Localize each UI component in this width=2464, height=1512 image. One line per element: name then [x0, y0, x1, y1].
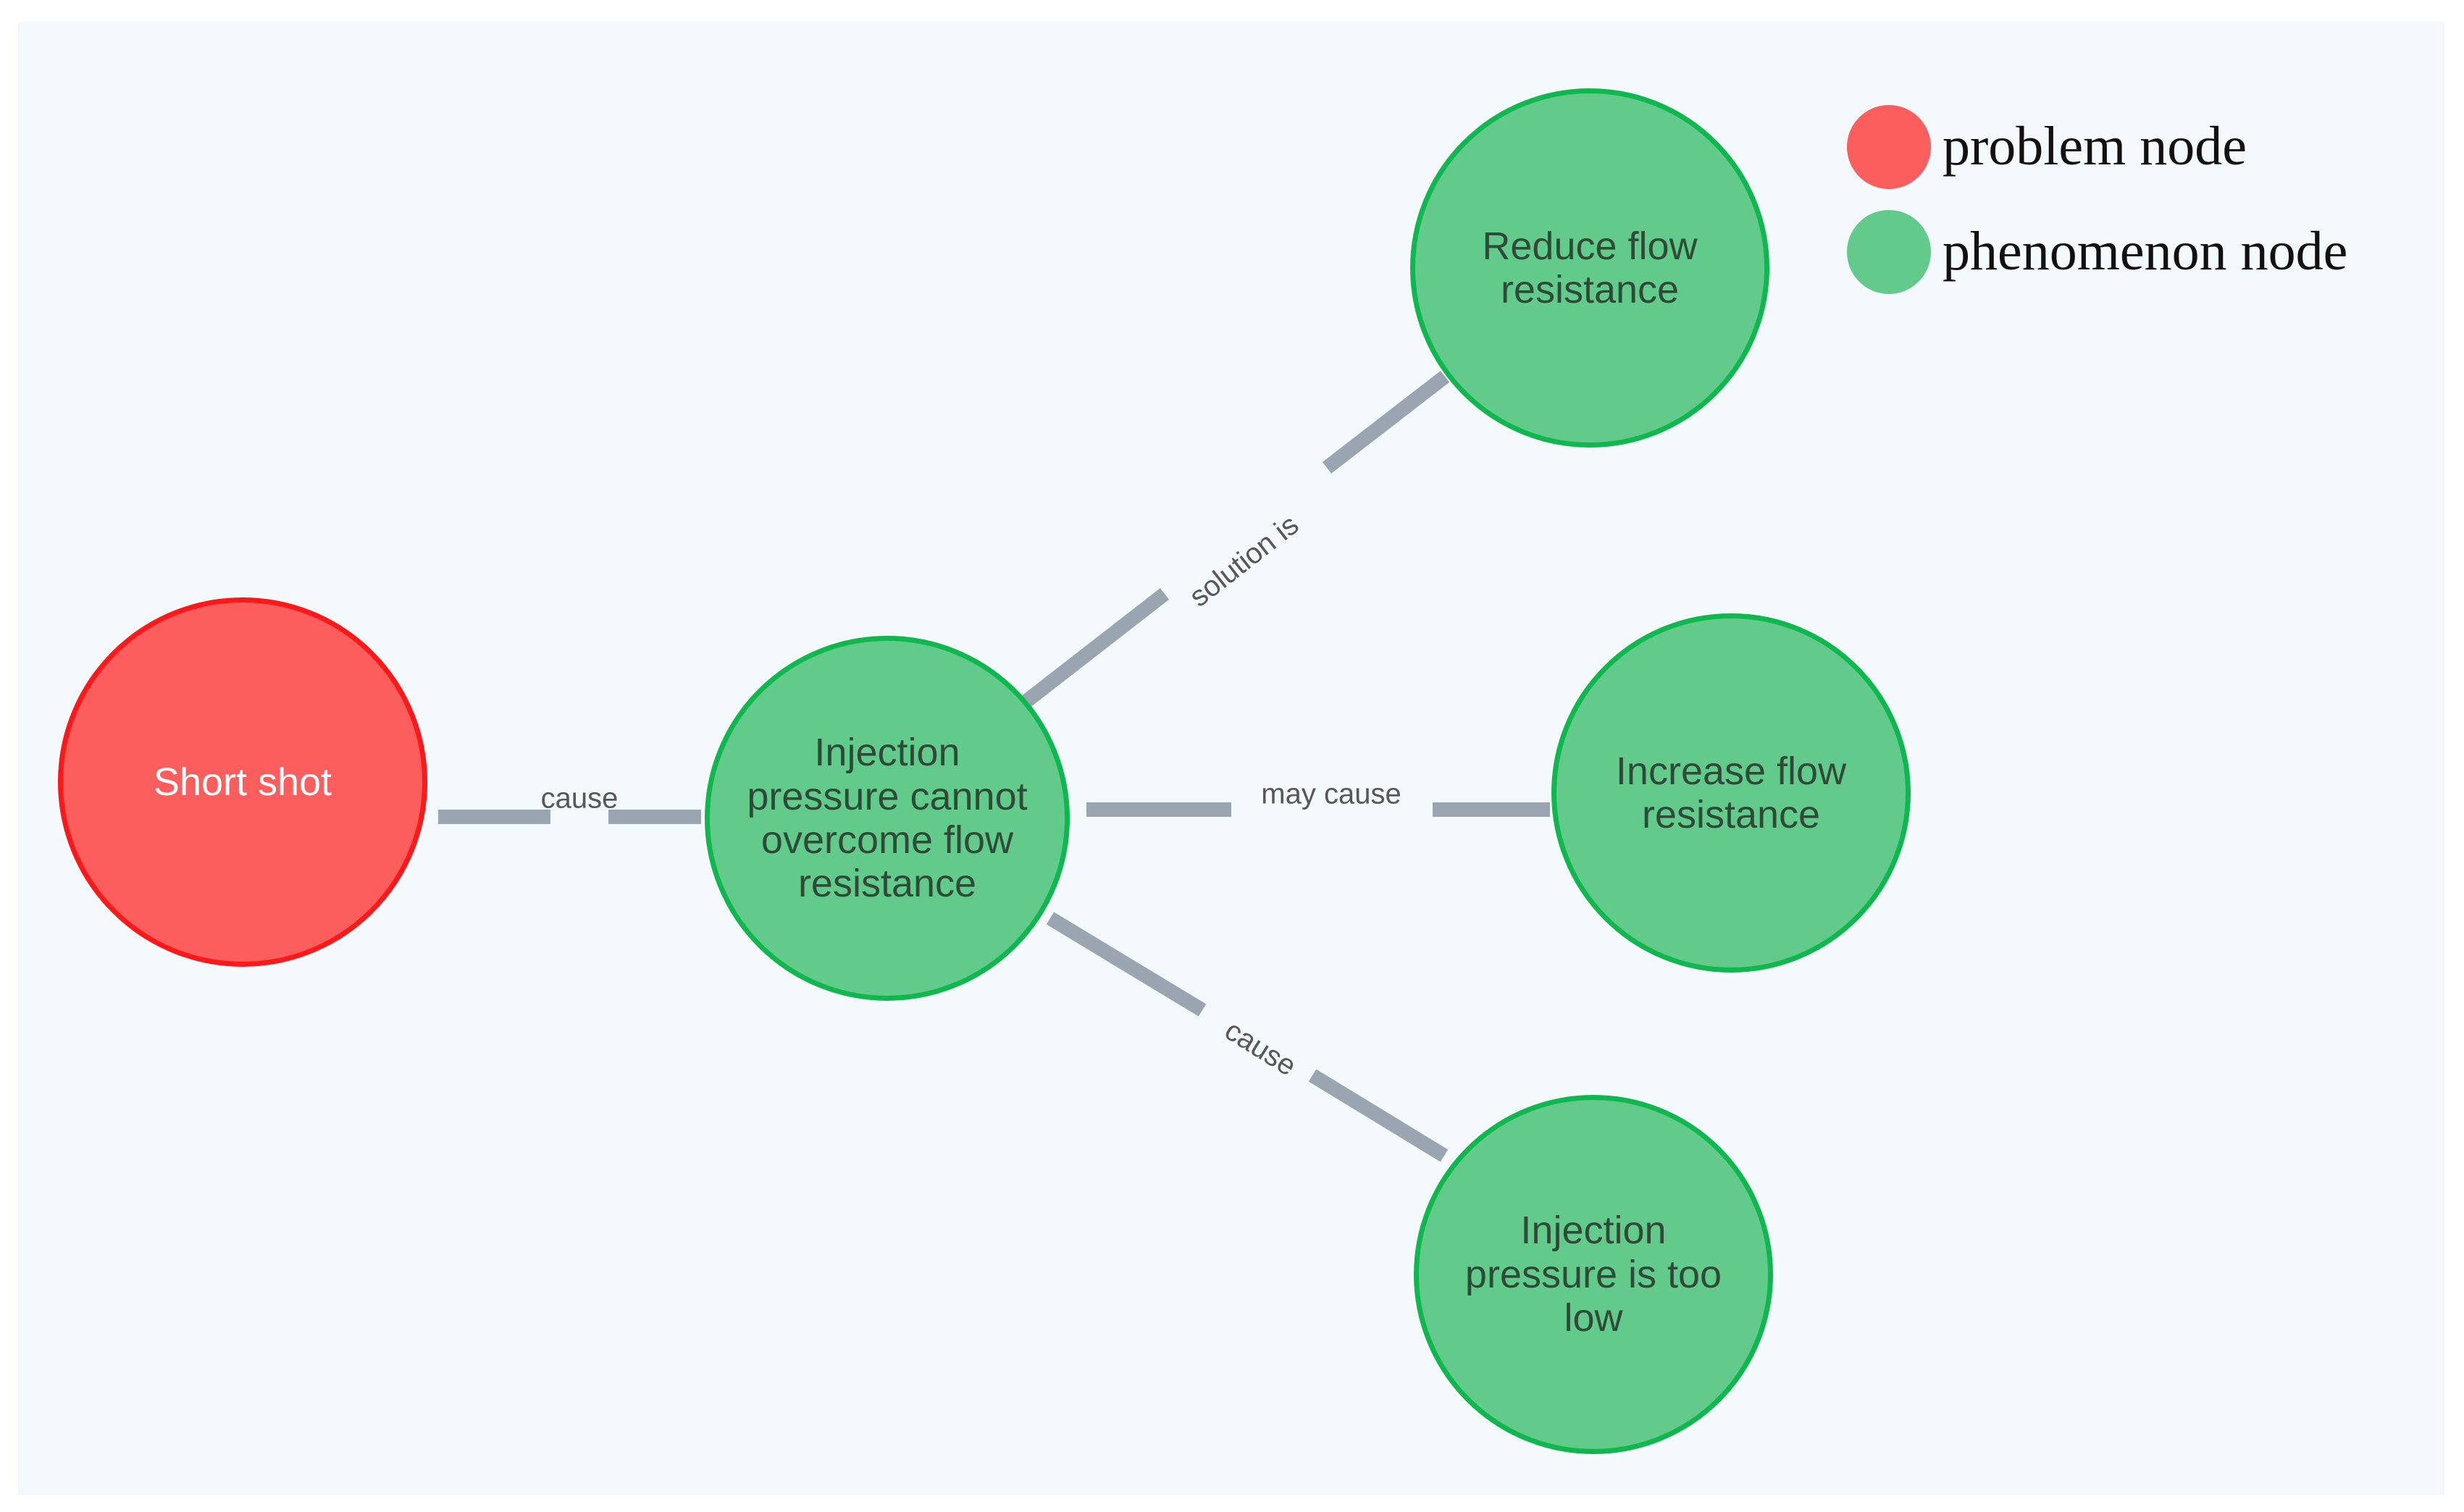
legend-label-problem-node: problem node: [1943, 116, 2247, 177]
node-short-shot[interactable]: Short shot: [58, 597, 427, 967]
node-label-reduce-flow-resistance: Reduce flow resistance: [1482, 224, 1698, 311]
legend-item-phenomenon-node: phenomenon node: [1847, 199, 2426, 304]
node-reduce-flow-resistance[interactable]: Reduce flow resistance: [1410, 88, 1769, 448]
phenomenon-node-circle-icon: [1847, 209, 1931, 294]
problem-node-circle-icon: [1847, 104, 1931, 189]
node-injection-pressure-cannot-overcome-flow-resistance[interactable]: Injection pressure cannot overcome flow …: [705, 636, 1070, 1001]
legend-label-phenomenon-node: phenomenon node: [1943, 221, 2348, 282]
node-label-injection-pressure-is-too-low: Injection pressure is too low: [1464, 1209, 1722, 1340]
node-label-short-shot: Short shot: [153, 760, 332, 804]
legend: problem node phenomenon node: [1847, 94, 2426, 304]
node-label-increase-flow-resistance: Increase flow resistance: [1615, 749, 1847, 836]
legend-item-problem-node: problem node: [1847, 94, 2426, 199]
node-injection-pressure-is-too-low[interactable]: Injection pressure is too low: [1414, 1095, 1773, 1454]
node-increase-flow-resistance[interactable]: Increase flow resistance: [1551, 613, 1911, 973]
edge-label-cause-short-shot: cause: [540, 782, 619, 815]
node-label-injection-pressure-cannot-overcome-flow-resistance: Injection pressure cannot overcome flow …: [747, 731, 1028, 906]
edge-label-may-cause: may cause: [1261, 778, 1401, 810]
